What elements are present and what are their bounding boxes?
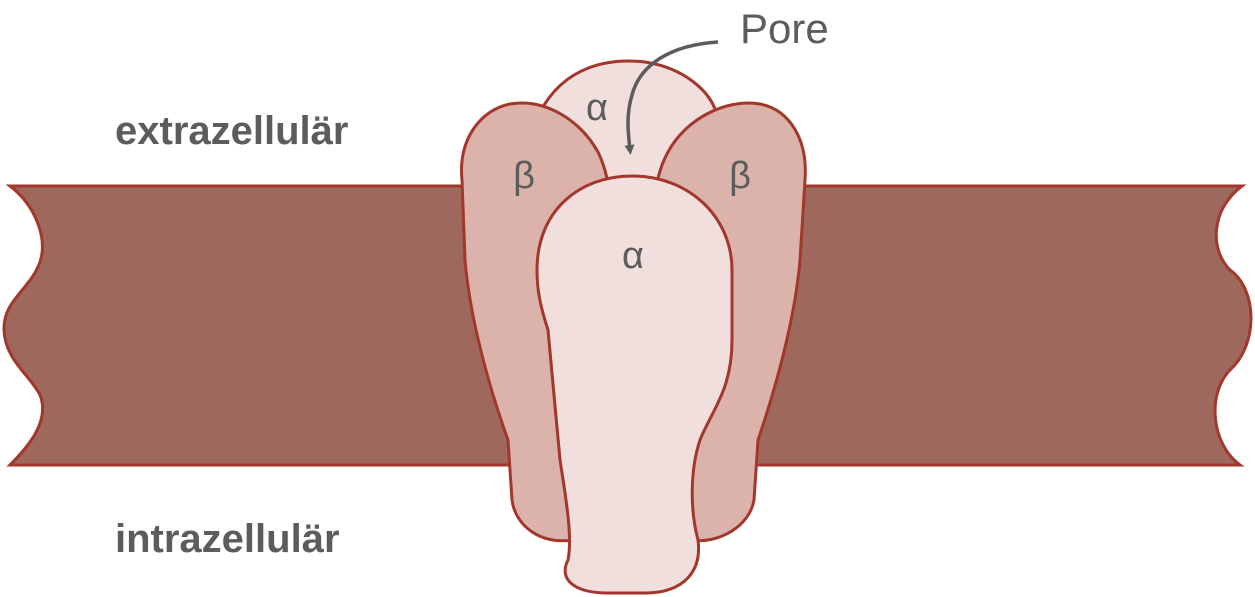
alpha-back-label: α — [586, 87, 608, 129]
pore-arrow — [624, 40, 719, 155]
intracellular-label: intrazellulär — [115, 517, 340, 561]
extracellular-label: extrazellulär — [115, 109, 348, 153]
alpha-subunit-front — [535, 174, 734, 595]
beta-right-label: β — [729, 155, 751, 197]
alpha-front-label: α — [622, 235, 644, 277]
pore-label: Pore — [740, 5, 829, 52]
beta-left-label: β — [513, 155, 535, 197]
